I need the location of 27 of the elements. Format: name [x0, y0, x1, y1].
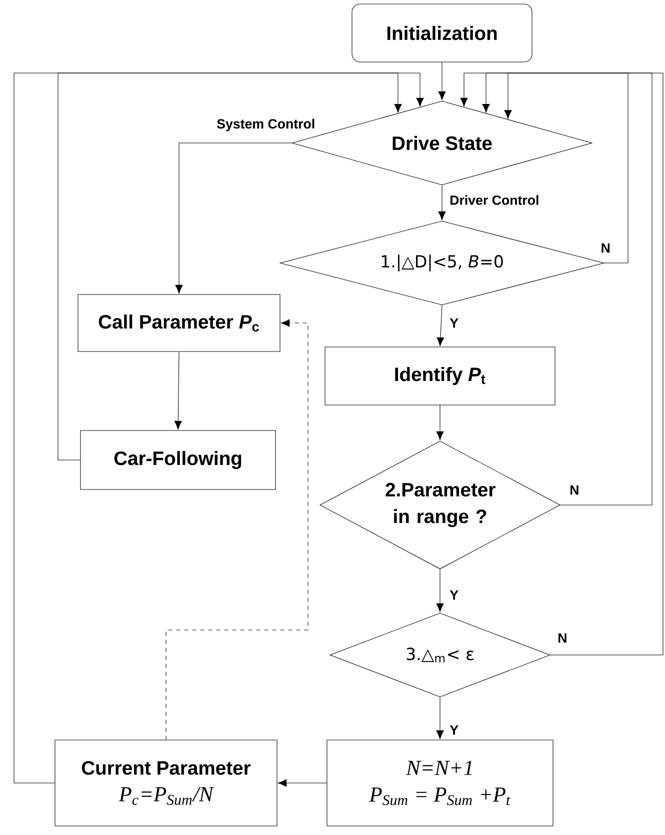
edge-label: Y [448, 724, 460, 736]
arrow [58, 72, 424, 460]
edge-label: N [568, 484, 581, 496]
arrow [14, 72, 402, 784]
arrow [438, 62, 446, 100]
process-box: Car-Following [80, 430, 276, 490]
process-box: Identify P$_{t}$ [324, 346, 556, 406]
arrow [504, 72, 664, 656]
arrow [482, 72, 652, 506]
arrow [278, 779, 327, 787]
process-box: N=N+1 P$_{Sum}$ = P$_{Sum}$ +P$_{t}$ [326, 740, 554, 826]
arrow [174, 352, 182, 430]
arrow [166, 319, 308, 740]
arrow [436, 569, 444, 612]
start-box: Initialization [352, 4, 532, 62]
edge-label: Y [448, 589, 460, 601]
arrow [438, 185, 446, 220]
arrow [460, 72, 628, 264]
edge-label: Driver Control [448, 194, 541, 206]
arrow [436, 697, 444, 740]
process-box: Call Parameter P$_{c}$ [78, 294, 280, 352]
arrow [436, 405, 444, 440]
arrow [436, 305, 444, 346]
process-box: Current Parameter P$_{c}$=P$_{Sum}$/N [54, 740, 278, 826]
edge-label: Y [448, 317, 460, 329]
edge-label: N [556, 632, 569, 644]
arrow [175, 142, 292, 294]
